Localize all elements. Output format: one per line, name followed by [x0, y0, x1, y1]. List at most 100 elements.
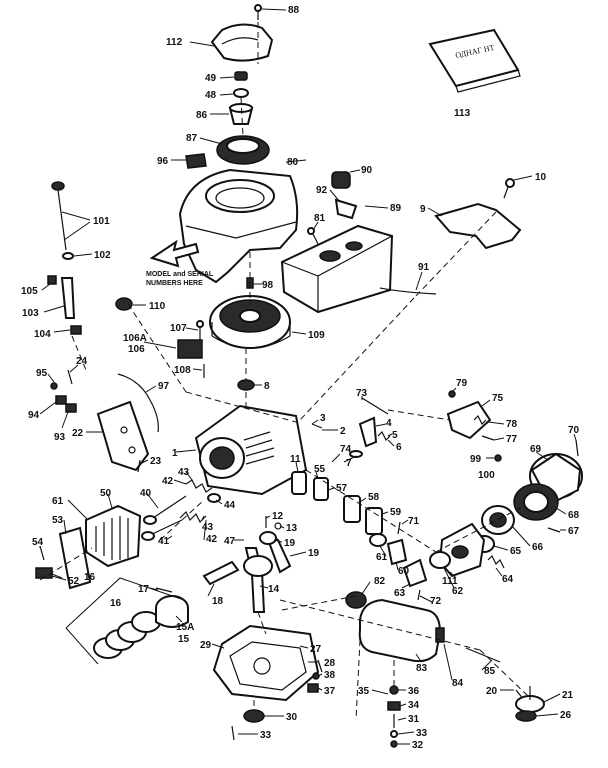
valve-40 — [143, 495, 187, 525]
ignition-module-106 — [177, 339, 203, 359]
callout-93: 93 — [54, 432, 66, 443]
screw-10 — [503, 178, 515, 199]
nut-49 — [234, 71, 248, 81]
callout-95: 95 — [36, 368, 48, 379]
callout-32: 32 — [412, 740, 424, 751]
callout-59: 59 — [390, 507, 402, 518]
callout-20: 20 — [486, 686, 498, 697]
callout-79: 79 — [456, 378, 468, 389]
callout-15a: 15A — [176, 622, 194, 633]
callout-88: 88 — [288, 5, 300, 16]
screw-81 — [307, 227, 319, 245]
nut-99 — [494, 454, 502, 462]
callout-92: 92 — [316, 185, 328, 196]
callout-66: 66 — [532, 542, 544, 553]
spring-43 — [185, 479, 213, 493]
callout-78: 78 — [506, 419, 518, 430]
callout-10: 10 — [535, 172, 547, 183]
callout-106a: 106A — [123, 333, 147, 344]
tube-63 — [402, 558, 428, 588]
rotating-screen-87 — [216, 135, 270, 165]
part-34 — [387, 701, 401, 711]
assembly-dash-lines — [39, 22, 529, 721]
callout-6: 6 — [396, 442, 402, 453]
callout-80: 80 — [287, 157, 299, 168]
carburetor-111 — [438, 522, 486, 578]
callout-22: 22 — [72, 428, 84, 439]
callout-96: 96 — [157, 156, 169, 167]
spacer-55 — [313, 477, 329, 501]
callout-103: 103 — [22, 308, 39, 319]
screw-77 — [481, 435, 495, 441]
callout-82: 82 — [374, 576, 386, 587]
callout-61a: 61 — [52, 496, 64, 507]
callout-87: 87 — [186, 133, 198, 144]
tube-84 — [435, 627, 445, 643]
spring-64 — [487, 554, 505, 569]
washer-48 — [233, 88, 249, 98]
screw-67 — [547, 527, 561, 533]
piston-15 — [155, 595, 189, 628]
callout-33a: 33 — [416, 728, 428, 739]
blower-housing-80 — [178, 168, 299, 284]
gasket-61 — [369, 533, 387, 547]
screw-23 — [137, 459, 141, 473]
valve-41 — [141, 519, 183, 541]
callout-12: 12 — [272, 511, 284, 522]
model-serial-note-line1: MODEL and SERIAL — [146, 271, 214, 278]
callout-26: 26 — [560, 710, 572, 721]
callout-57: 57 — [336, 483, 348, 494]
screw-107 — [196, 320, 204, 340]
callout-21: 21 — [562, 690, 574, 701]
callout-29: 29 — [200, 640, 212, 651]
cylinder-block-1 — [194, 404, 308, 496]
callout-18: 18 — [212, 596, 224, 607]
callout-86: 86 — [196, 110, 208, 121]
callout-labels: 88 112 49 48 86 87 96 80 90 92 89 81 113… — [21, 5, 580, 751]
air-filter-68 — [513, 483, 559, 521]
ring-group-bracket — [65, 577, 185, 629]
ring-group-bracket-lower — [65, 627, 99, 665]
seal-8 — [237, 379, 255, 391]
callout-111: 111 — [442, 576, 458, 587]
screw-37 — [307, 683, 319, 693]
callout-30: 30 — [286, 712, 298, 723]
callout-71: 71 — [408, 516, 420, 527]
callout-17: 17 — [138, 584, 150, 595]
governor-21 — [515, 686, 545, 713]
model-serial-note-line2: NUMBERS HERE — [146, 280, 203, 287]
callout-7: 7 — [346, 458, 352, 469]
callout-67: 67 — [568, 526, 580, 537]
callout-75: 75 — [492, 393, 504, 404]
oil-sump-27 — [212, 624, 320, 702]
callout-83: 83 — [416, 663, 428, 674]
connecting-rod-19 — [259, 531, 292, 574]
callout-41: 41 — [158, 536, 170, 547]
crankshaft-14 — [243, 547, 273, 613]
model-serial-arrow — [149, 239, 200, 268]
decal-96 — [185, 153, 207, 169]
callout-58: 58 — [368, 492, 380, 503]
seal-104 — [70, 325, 82, 335]
callout-37: 37 — [324, 686, 336, 697]
part-36 — [389, 685, 399, 695]
callout-16a: 16 — [84, 572, 96, 583]
callout-43a: 43 — [178, 467, 190, 478]
screw-95 — [50, 382, 58, 390]
callout-60: 60 — [398, 566, 410, 577]
nut-93 — [65, 403, 77, 413]
callout-64: 64 — [502, 574, 514, 585]
gasket-57 — [343, 495, 361, 523]
callout-42a: 42 — [162, 476, 174, 487]
callout-102: 102 — [94, 250, 111, 261]
gasket-11 — [291, 471, 307, 495]
callout-113: 113 — [454, 108, 471, 119]
callout-105: 105 — [21, 286, 38, 297]
callout-28: 28 — [324, 658, 336, 669]
piston-rings-16 — [93, 611, 161, 659]
callout-106: 106 — [128, 344, 145, 355]
nut-110 — [115, 297, 133, 311]
retainer-44 — [207, 493, 221, 503]
callout-13: 13 — [286, 523, 298, 534]
